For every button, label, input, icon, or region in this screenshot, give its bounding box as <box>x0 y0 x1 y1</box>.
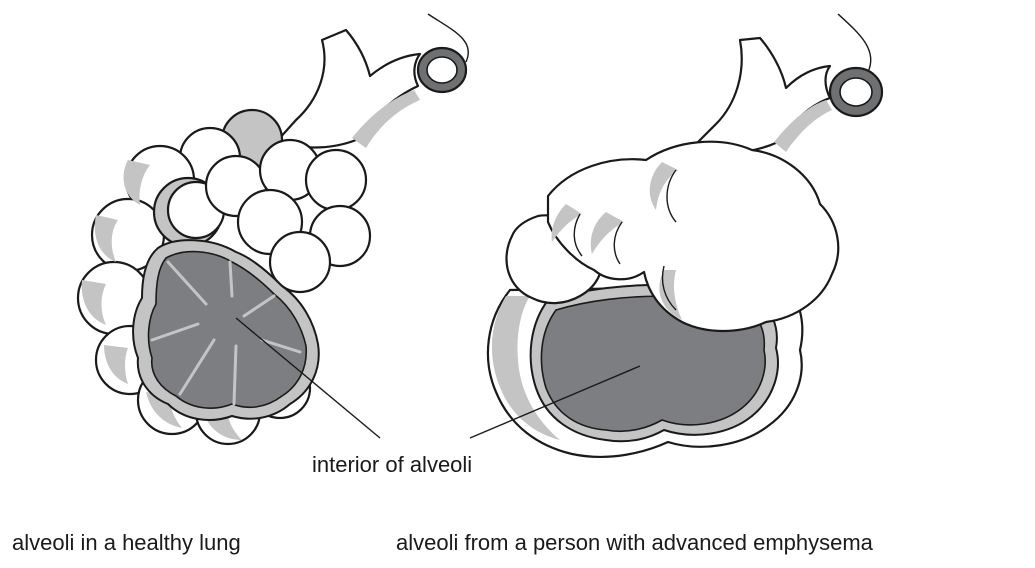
healthy-bronchiole-tube <box>278 30 420 148</box>
healthy-alveoli-illustration <box>78 14 468 444</box>
emphysema-alveoli-illustration <box>488 14 882 457</box>
interior-label: interior of alveoli <box>312 452 472 477</box>
healthy-tube-opening-inner <box>427 57 457 83</box>
emphysema-bronchiole-tube <box>694 38 830 152</box>
emphysema-tube-opening-inner <box>840 78 872 106</box>
healthy-caption: alveoli in a healthy lung <box>12 530 241 555</box>
emphysema-bronchiole-edge-line <box>838 14 871 72</box>
emphysema-caption: alveoli from a person with advanced emph… <box>396 530 874 555</box>
